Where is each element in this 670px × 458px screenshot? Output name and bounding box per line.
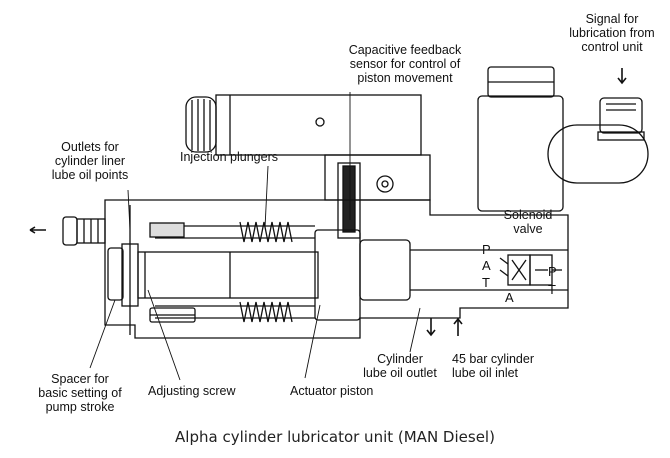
outlet-arrow-icon xyxy=(29,226,46,234)
cylinder-outlet-label: Cylinder lube oil outlet xyxy=(363,352,437,380)
sensor-body xyxy=(324,154,431,239)
port-p: P xyxy=(482,242,491,257)
main-block xyxy=(104,199,569,339)
port-p2: P xyxy=(548,264,557,279)
injection-plungers xyxy=(149,221,315,323)
valve-symbol xyxy=(499,254,562,286)
outlets-label: Outlets for cylinder liner lube oil poin… xyxy=(51,140,129,182)
port-a2: A xyxy=(505,290,514,305)
solenoid-label: Solenoid valve xyxy=(503,208,553,236)
up-arrow-icon xyxy=(453,317,463,336)
bottom-screw xyxy=(149,307,196,323)
diagram-caption: Alpha cylinder lubricator unit (MAN Dies… xyxy=(175,428,495,446)
plungers-label: Injection plungers xyxy=(180,150,278,164)
inlet-label: 45 bar cylinder lube oil inlet xyxy=(452,352,534,380)
solenoid-box xyxy=(477,66,649,212)
outlet-fitting xyxy=(62,216,106,246)
port-t: T xyxy=(482,275,490,290)
down-arrow-icon xyxy=(426,318,436,337)
flow-arrows xyxy=(29,68,627,337)
sensor-label: Capacitive feedback sensor for control o… xyxy=(348,43,462,85)
spacer-label: Spacer for basic setting of pump stroke xyxy=(38,372,122,414)
adjusting-screw-label: Adjusting screw xyxy=(148,384,236,398)
signal-arrow-icon xyxy=(617,68,627,85)
port-a: A xyxy=(482,258,491,273)
port-t2: T xyxy=(548,282,556,297)
signal-label: Signal for lubrication from control unit xyxy=(569,12,655,54)
actuator-piston-label: Actuator piston xyxy=(290,384,374,398)
sensor-housing xyxy=(185,94,422,156)
leader-lines xyxy=(89,92,421,381)
